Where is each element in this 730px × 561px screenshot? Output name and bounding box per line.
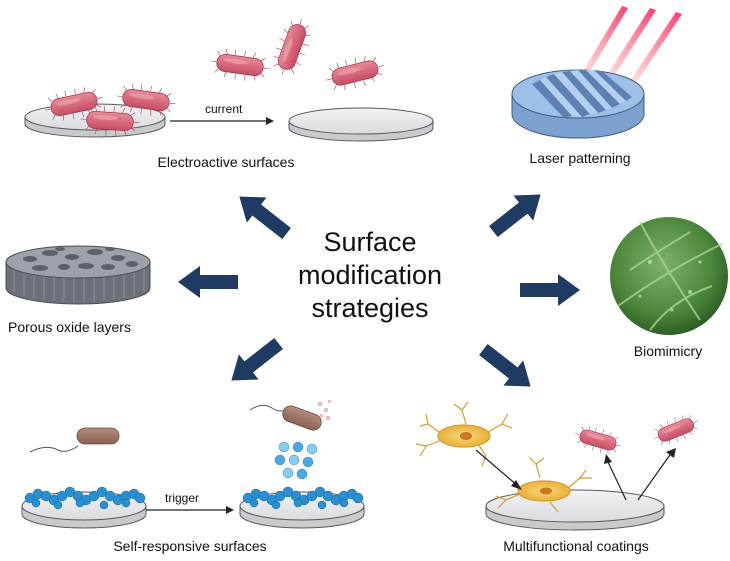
trigger-arrow — [146, 506, 234, 514]
lysed-bacterium — [249, 400, 331, 431]
arrow-to-self-responsive — [221, 330, 289, 394]
arrow-to-laser — [483, 181, 551, 245]
laser-patterning-label: Laser patterning — [529, 150, 630, 166]
free-cell — [415, 401, 513, 467]
patterned-disc — [511, 69, 645, 139]
multifunctional-arrows — [475, 448, 676, 501]
electroactive-surfaces-label: Electroactive surfaces — [158, 154, 295, 170]
disc-with-bacteria — [24, 80, 178, 139]
laser-beams — [580, 6, 682, 86]
leaf-surface-image — [610, 217, 728, 335]
biomimicry-label: Biomimicry — [634, 343, 702, 359]
porous-oxide-label: Porous oxide layers — [8, 319, 131, 335]
multifunctional-label: Multifunctional coatings — [503, 538, 649, 554]
arrow-to-multifunctional — [473, 336, 541, 400]
adhered-cell — [495, 457, 592, 513]
multifunctional-panel: Multifunctional coatings — [415, 401, 703, 554]
free-bacterium — [29, 427, 120, 453]
polymer-disc-left — [21, 486, 147, 529]
clean-disc — [288, 107, 434, 142]
self-responsive-panel: trigger — [21, 400, 365, 554]
title-line-3: strategies — [311, 293, 429, 323]
bacterium-repelled — [571, 421, 625, 459]
arrow-to-porous — [178, 266, 238, 298]
laser-patterning-panel: Laser patterning — [511, 6, 682, 166]
porous-oxide-panel: Porous oxide layers — [5, 245, 151, 335]
title-line-2: modification — [297, 260, 443, 290]
bacteria-cluster — [208, 13, 388, 95]
self-responsive-label: Self-responsive surfaces — [113, 538, 266, 554]
central-title: Surface modification strategies — [270, 226, 470, 325]
bacterium-killed — [649, 409, 703, 451]
title-line-1: Surface — [323, 227, 417, 257]
trigger-label: trigger — [165, 491, 199, 505]
porous-disc — [5, 245, 151, 305]
disc-multifunctional — [485, 489, 665, 531]
polymer-disc-right — [239, 486, 365, 529]
arrow-to-biomimicry — [520, 274, 580, 306]
biomimicry-panel: Biomimicry — [610, 217, 728, 359]
electroactive-surfaces-panel: current Electroactive surfaces — [24, 13, 434, 170]
released-agent-particles — [274, 441, 318, 480]
current-label: current — [205, 102, 243, 116]
current-arrow — [170, 117, 274, 125]
